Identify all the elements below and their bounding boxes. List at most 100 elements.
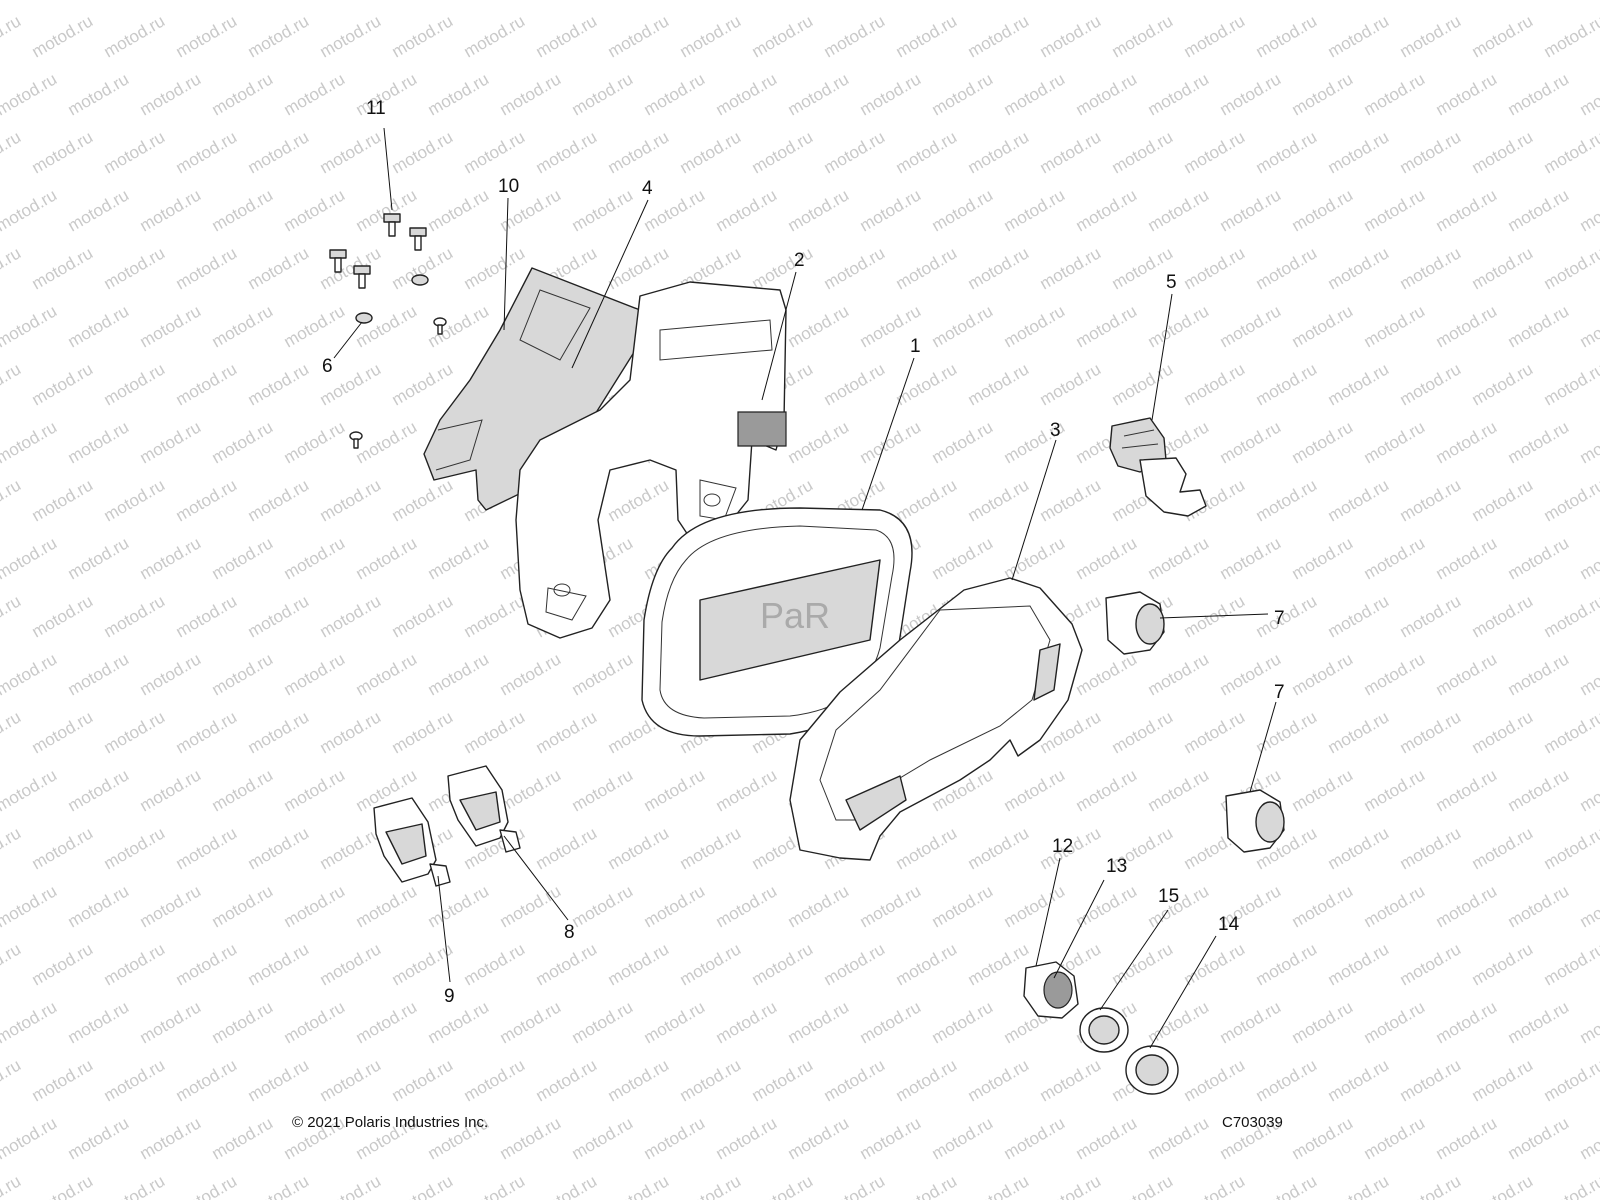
watermark-text: motod.ru <box>821 243 889 293</box>
watermark-text: motod.ru <box>893 359 961 409</box>
watermark-text: motod.ru <box>281 301 349 351</box>
watermark-text: motod.ru <box>1469 591 1537 641</box>
watermark-text: motod.ru <box>281 649 349 699</box>
watermark-text: motod.ru <box>929 185 997 235</box>
watermark-text: motod.ru <box>713 185 781 235</box>
watermark-text: motod.ru <box>1217 533 1285 583</box>
callout-2: 2 <box>794 250 805 271</box>
watermark-text: motod.ru <box>1253 475 1321 525</box>
watermark-text: motod.ru <box>245 591 313 641</box>
watermark-text: motod.ru <box>0 185 60 235</box>
watermark-text: motod.ru <box>641 997 709 1047</box>
watermark-text: motod.ru <box>209 533 277 583</box>
watermark-text: motod.ru <box>1433 185 1501 235</box>
watermark-text: motod.ru <box>101 1171 169 1200</box>
watermark-text: motod.ru <box>713 0 781 3</box>
watermark-text: motod.ru <box>1037 359 1105 409</box>
watermark-text: motod.ru <box>245 475 313 525</box>
watermark-text: motod.ru <box>1361 301 1429 351</box>
watermark-text: motod.ru <box>1433 997 1501 1047</box>
watermark-text: motod.ru <box>1325 939 1393 989</box>
watermark-text: motod.ru <box>1541 127 1600 177</box>
watermark-text: motod.ru <box>1325 1055 1393 1105</box>
watermark-text: motod.ru <box>209 765 277 815</box>
watermark-text: motod.ru <box>461 1055 529 1105</box>
watermark-text: motod.ru <box>605 823 673 873</box>
watermark-text: motod.ru <box>605 11 673 61</box>
watermark-text: motod.ru <box>1181 11 1249 61</box>
watermark-text: motod.ru <box>569 1113 637 1163</box>
watermark-text: motod.ru <box>1541 243 1600 293</box>
watermark-text: motod.ru <box>605 1055 673 1105</box>
watermark-text: motod.ru <box>605 475 673 525</box>
watermark-text: motod.ru <box>821 127 889 177</box>
watermark-text: motod.ru <box>1145 0 1213 3</box>
watermark-text: motod.ru <box>569 185 637 235</box>
watermark-text: motod.ru <box>749 1171 817 1200</box>
watermark-text: motod.ru <box>713 881 781 931</box>
watermark-text: motod.ru <box>893 243 961 293</box>
watermark-text: motod.ru <box>929 301 997 351</box>
watermark-text: motod.ru <box>353 533 421 583</box>
watermark-text: motod.ru <box>1361 649 1429 699</box>
watermark-text: motod.ru <box>929 997 997 1047</box>
watermark-text: motod.ru <box>0 707 24 757</box>
watermark-text: motod.ru <box>1289 649 1357 699</box>
watermark-text: motod.ru <box>497 69 565 119</box>
watermark-text: motod.ru <box>1397 591 1465 641</box>
watermark-text: motod.ru <box>65 417 133 467</box>
watermark-text: motod.ru <box>101 1055 169 1105</box>
watermark-text: motod.ru <box>605 243 673 293</box>
watermark-text: motod.ru <box>209 0 277 3</box>
watermark-text: motod.ru <box>0 475 24 525</box>
watermark-text: motod.ru <box>713 997 781 1047</box>
watermark-text: motod.ru <box>1397 1171 1465 1200</box>
watermark-text: motod.ru <box>1289 881 1357 931</box>
watermark-text: motod.ru <box>389 359 457 409</box>
watermark-text: motod.ru <box>1505 0 1573 3</box>
watermark-text: motod.ru <box>1577 185 1600 235</box>
watermark-text: motod.ru <box>101 823 169 873</box>
watermark-text: motod.ru <box>0 243 24 293</box>
watermark-text: motod.ru <box>1505 765 1573 815</box>
watermark-text: motod.ru <box>65 69 133 119</box>
watermark-text: motod.ru <box>1073 881 1141 931</box>
watermark-text: motod.ru <box>281 0 349 3</box>
watermark-text: motod.ru <box>857 881 925 931</box>
watermark-text: motod.ru <box>101 939 169 989</box>
watermark-text: motod.ru <box>1325 127 1393 177</box>
watermark-text: motod.ru <box>641 765 709 815</box>
watermark-text: motod.ru <box>1073 533 1141 583</box>
watermark-text: motod.ru <box>173 591 241 641</box>
watermark-text: motod.ru <box>1253 1171 1321 1200</box>
watermark-text: motod.ru <box>0 417 60 467</box>
watermark-text: motod.ru <box>1253 11 1321 61</box>
watermark-text: motod.ru <box>65 765 133 815</box>
watermark-text: motod.ru <box>677 823 745 873</box>
watermark-text: motod.ru <box>173 359 241 409</box>
watermark-text: motod.ru <box>1217 69 1285 119</box>
watermark-text: motod.ru <box>425 881 493 931</box>
watermark-text: motod.ru <box>1325 243 1393 293</box>
watermark-text: motod.ru <box>1397 1055 1465 1105</box>
watermark-text: motod.ru <box>1109 707 1177 757</box>
watermark-text: motod.ru <box>425 649 493 699</box>
watermark-text: motod.ru <box>1541 11 1600 61</box>
watermark-text: motod.ru <box>785 69 853 119</box>
watermark-text: motod.ru <box>1145 185 1213 235</box>
watermark-text: motod.ru <box>1577 0 1600 3</box>
watermark-text: motod.ru <box>245 127 313 177</box>
watermark-text: motod.ru <box>893 1171 961 1200</box>
watermark-text: motod.ru <box>533 127 601 177</box>
watermark-text: motod.ru <box>1145 69 1213 119</box>
watermark-text: motod.ru <box>569 0 637 3</box>
watermark-text: motod.ru <box>1361 69 1429 119</box>
watermark-text: motod.ru <box>65 1113 133 1163</box>
outer-shroud-part-3 <box>789 577 1083 861</box>
callout-7b: 7 <box>1274 682 1285 703</box>
copyright-notice: © 2021 Polaris Industries Inc. <box>292 1114 489 1131</box>
watermark-text: motod.ru <box>1397 823 1465 873</box>
watermark-text: motod.ru <box>749 939 817 989</box>
watermark-text: motod.ru <box>965 359 1033 409</box>
watermark-text: motod.ru <box>0 939 24 989</box>
